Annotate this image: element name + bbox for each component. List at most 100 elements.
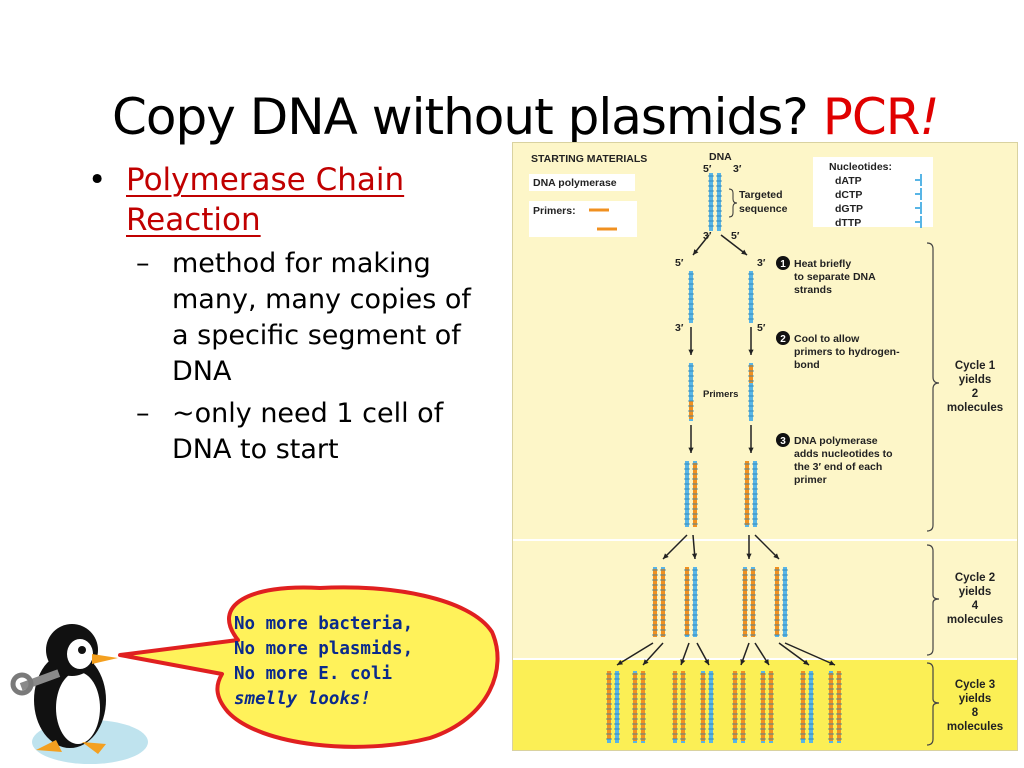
title-accent: PCR!: [822, 88, 940, 146]
step-1-line: Heat briefly: [794, 258, 851, 270]
three-prime-label: 3′: [757, 257, 766, 269]
step-2: 2 Cool to allow primers to hydrogen- bon…: [776, 331, 900, 371]
slide-title: Copy DNA without plasmids? PCR!: [112, 88, 940, 146]
cycle-1-label: Cycle 1 yields 2 molecules: [947, 360, 1003, 414]
flow-arrow: [748, 425, 754, 453]
step-2-line: bond: [794, 359, 820, 371]
dna-strand: [760, 671, 766, 743]
title-main: Copy DNA without plasmids?: [112, 88, 823, 146]
dna-strand: [828, 671, 834, 743]
speech-line: No more bacteria,: [234, 614, 414, 634]
primers-key-label: Primers:: [533, 205, 576, 217]
dna-strand: [684, 461, 690, 527]
svg-text:8: 8: [972, 707, 979, 719]
flow-arrow: [691, 534, 698, 560]
nucleotides-label: Nucleotides:: [829, 161, 892, 173]
sub-bullet-text: ~only need 1 cell of DNA to start: [172, 398, 444, 465]
flow-arrow: [720, 234, 748, 256]
dna-strand: [606, 671, 612, 743]
wrench-icon: [10, 669, 61, 696]
bullet-text: Polymerase Chain Reaction: [126, 162, 405, 238]
sub-bullet-item: –~only need 1 cell of DNA to start: [136, 396, 488, 468]
step-1: 1 Heat briefly to separate DNA strands: [776, 256, 876, 296]
flow-arrow: [642, 642, 664, 666]
dna-strand: [700, 671, 706, 743]
speech-line: No more E. coli: [234, 664, 393, 684]
dna-strand: [808, 671, 814, 743]
flow-arrows: [616, 234, 836, 666]
step-1-line: strands: [794, 284, 832, 296]
dash-marker: –: [136, 248, 150, 279]
flow-arrow: [616, 642, 654, 666]
bullet-item: • Polymerase Chain Reaction: [88, 160, 488, 240]
flow-arrow: [696, 642, 710, 666]
flow-arrow: [754, 642, 770, 666]
speech-text: No more bacteria, No more plasmids, No m…: [234, 612, 474, 712]
dna-strand: [716, 173, 722, 231]
flow-arrow: [754, 534, 780, 560]
step-3-line: the 3′ end of each: [794, 461, 882, 473]
five-prime-bottom-label: 5′: [731, 230, 740, 242]
primer-key-icon: [589, 208, 617, 231]
dna-strand: [680, 671, 686, 743]
dna-strand: [782, 567, 788, 637]
flow-arrow: [688, 327, 694, 355]
dna-strand: [740, 671, 746, 743]
primers-label: Primers: [703, 389, 738, 400]
speech-line: No more plasmids,: [234, 639, 414, 659]
svg-text:2: 2: [972, 388, 978, 400]
sequence-label: sequence: [739, 203, 788, 215]
dctp-label: dCTP: [835, 189, 862, 201]
step-1-number: 1: [780, 259, 786, 270]
dna-strand: [732, 671, 738, 743]
dttp-label: dTTP: [835, 217, 861, 229]
dna-strand: [800, 671, 806, 743]
dna-label: DNA: [709, 151, 732, 163]
dna-strand: [640, 671, 646, 743]
step-1-line: to separate DNA: [794, 271, 876, 283]
svg-text:yields: yields: [959, 693, 992, 705]
dna-strand: [688, 363, 694, 421]
dna-strand: [742, 567, 748, 637]
flow-arrow: [746, 535, 752, 559]
cycle-3-label: Cycle 3 yields 8 molecules: [947, 679, 1003, 733]
flow-arrow: [662, 534, 688, 560]
five-prime-top-label: 5′: [703, 163, 712, 175]
step-3: 3 DNA polymerase adds nucleotides to the…: [776, 433, 893, 486]
dash-marker: –: [136, 398, 150, 429]
svg-text:Cycle 1: Cycle 1: [955, 360, 996, 372]
starting-materials-label: STARTING MATERIALS: [531, 153, 647, 165]
three-prime-label: 3′: [675, 322, 684, 334]
dna-strand: [614, 671, 620, 743]
flow-arrow: [784, 642, 836, 666]
dna-strand: [632, 671, 638, 743]
flow-arrow: [778, 642, 810, 666]
sub-bullet-text: method for making many, many copies of a…: [172, 248, 471, 387]
step-2-line: primers to hydrogen-: [794, 346, 900, 358]
step-3-line: DNA polymerase: [794, 435, 878, 447]
dna-strand: [752, 461, 758, 527]
dna-strand: [660, 567, 666, 637]
penguin-speech-art: [10, 585, 500, 764]
svg-text:yields: yields: [959, 374, 992, 386]
svg-text:4: 4: [972, 600, 979, 612]
step-3-line: adds nucleotides to: [794, 448, 893, 460]
dna-strands: [606, 173, 842, 743]
cycle2-band: [513, 541, 1017, 658]
svg-text:molecules: molecules: [947, 402, 1003, 414]
bullet-marker: •: [88, 162, 107, 198]
dna-strand: [684, 567, 690, 637]
svg-text:Cycle 2: Cycle 2: [955, 572, 995, 584]
svg-text:Cycle 3: Cycle 3: [955, 679, 995, 691]
targeted-label: Targeted: [739, 189, 783, 201]
step-3-line: primer: [794, 474, 827, 486]
svg-text:molecules: molecules: [947, 614, 1003, 626]
dna-strand: [692, 567, 698, 637]
flow-arrow: [692, 234, 710, 256]
speech-line: smelly looks!: [234, 689, 371, 709]
five-prime-label: 5′: [757, 322, 766, 334]
dna-strand: [774, 567, 780, 637]
flow-arrow: [748, 327, 754, 355]
step-2-number: 2: [780, 334, 786, 345]
dna-strand: [708, 173, 714, 231]
